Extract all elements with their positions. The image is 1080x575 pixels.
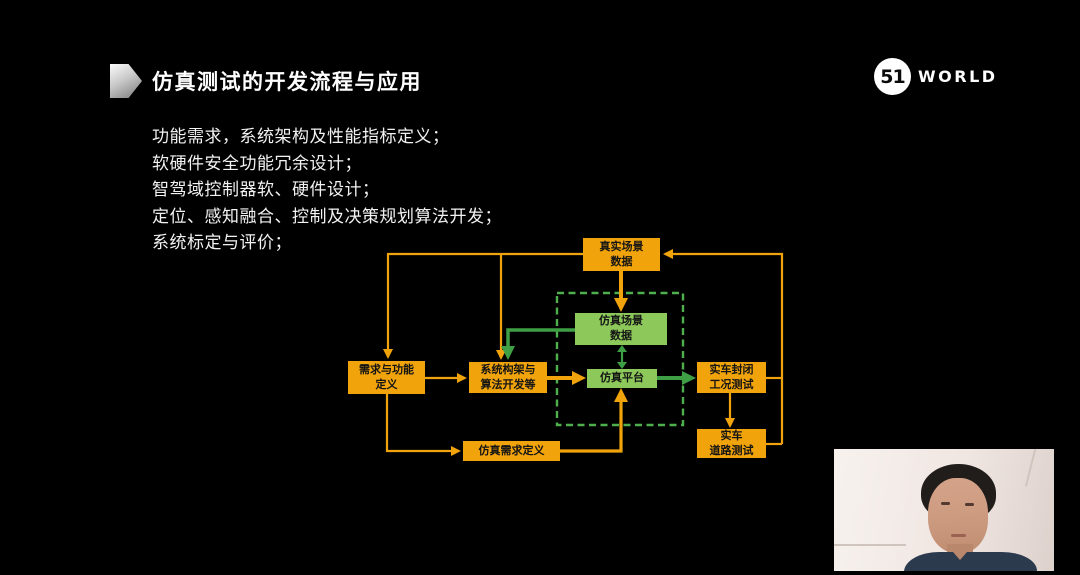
bullet-list: 功能需求，系统架构及性能指标定义； 软硬件安全功能冗余设计； 智驾域控制器软、硬… xyxy=(152,124,502,257)
bullet-item: 智驾域控制器软、硬件设计； xyxy=(152,180,380,200)
node-simulation-scene-data: 仿真场景 数据 xyxy=(575,313,667,345)
presenter-face xyxy=(928,478,988,553)
bullet-item: 定位、感知融合、控制及决策规划算法开发； xyxy=(152,206,502,227)
presenter-shirt xyxy=(904,552,1037,571)
edge-reqdef-to-simreq xyxy=(385,394,461,456)
bullet-item: 功能需求，系统架构及性能指标定义； xyxy=(152,127,450,147)
node-simulation-requirement: 仿真需求定义 xyxy=(463,441,560,461)
webcam-overlay xyxy=(834,449,1054,571)
bullet-item: 软硬件安全功能冗余设计； xyxy=(152,153,362,174)
presenter-eye xyxy=(941,502,950,505)
presenter-eye xyxy=(965,503,974,506)
edge-simscene-to-sysarch xyxy=(501,328,575,360)
bullet-item: 系统标定与评价； xyxy=(152,233,292,253)
node-closed-course-test: 实车封闭 工况测试 xyxy=(697,362,766,393)
title-arrow-icon xyxy=(110,64,142,98)
edge-tests-to-realdata xyxy=(663,249,784,444)
node-requirement-definition: 需求与功能 定义 xyxy=(348,361,425,394)
page-title: 仿真测试的开发流程与应用 xyxy=(152,70,422,94)
presenter-collar xyxy=(953,552,967,560)
brand-logo: 51 WORLD xyxy=(874,58,998,95)
logo-circle: 51 xyxy=(874,58,911,95)
node-simulation-platform: 仿真平台 xyxy=(587,369,657,388)
wall-corner-line xyxy=(1024,449,1038,487)
edge-simreq-to-simplatform xyxy=(560,388,628,453)
node-road-test: 实车 道路测试 xyxy=(697,429,766,458)
edge-realdata-to-reqdef xyxy=(383,252,583,359)
logo-word: WORLD xyxy=(918,67,998,86)
presenter-mouth xyxy=(951,534,966,537)
wall-tray-line xyxy=(834,544,906,546)
node-real-scene-data: 真实场景 数据 xyxy=(583,238,660,271)
node-system-architecture: 系统构架与 算法开发等 xyxy=(469,362,547,393)
edge-simscene-simplatform-bidirectional xyxy=(617,345,627,369)
